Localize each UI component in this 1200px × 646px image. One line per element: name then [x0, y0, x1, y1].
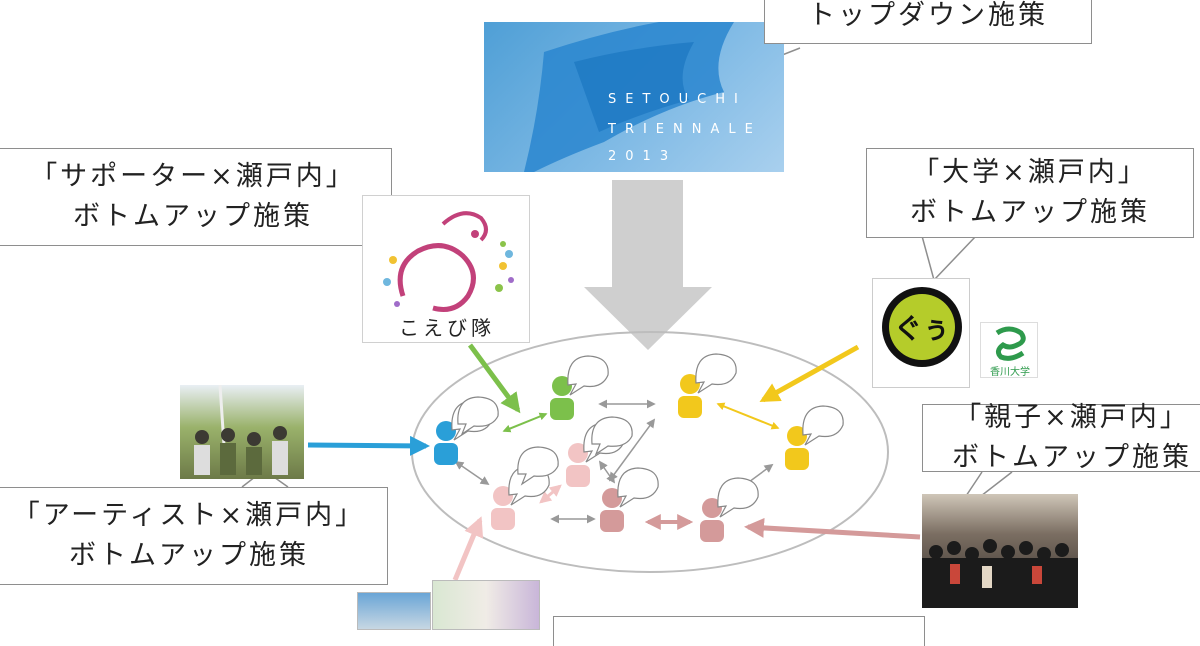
university-title: 「大学×瀬戸内」	[912, 157, 1148, 188]
artist-group-photo	[180, 385, 304, 479]
supporter-title: 「サポーター×瀬戸内」	[30, 161, 356, 192]
banner-line1: SETOUCHI	[608, 92, 747, 107]
supporter-subtitle: ボトムアップ施策	[73, 201, 313, 232]
koebi-label: こえび隊	[399, 316, 495, 340]
topdown-label: トップダウン施策	[808, 0, 1048, 31]
speech-bubble-icon	[591, 416, 633, 456]
kagawa-university-logo: 香川大学	[980, 322, 1038, 378]
person-icon	[678, 353, 737, 418]
rose-arrow	[744, 517, 921, 540]
speech-bubble-icon	[457, 396, 499, 436]
callout-tail-university	[921, 235, 977, 282]
banner-line2: TRIENNALE	[608, 122, 762, 137]
callout-artist: 「アーティスト×瀬戸内」 ボトムアップ施策	[0, 487, 388, 585]
speech-bubble-icon	[695, 353, 737, 394]
callout-topdown: トップダウン施策	[764, 0, 1092, 44]
parent-group-photo	[922, 494, 1078, 608]
person-icon	[785, 405, 844, 470]
green-link-arrow	[502, 412, 548, 433]
university-logo-circle: ぐぅ	[882, 287, 962, 367]
interaction-arrow	[608, 418, 656, 482]
koebi-logo: こえび隊	[362, 195, 530, 343]
shrimp-icon	[383, 211, 514, 312]
university-subtitle: ボトムアップ施策	[910, 197, 1150, 228]
pink-arrow	[452, 516, 484, 581]
callout-parent: 「親子×瀬戸内」 ボトムアップ施策	[922, 402, 1200, 473]
artist-subtitle: ボトムアップ施策	[69, 540, 309, 571]
bottom-partial-callout	[553, 616, 925, 646]
interaction-arrow	[454, 460, 490, 486]
topdown-arrow	[584, 180, 712, 350]
flag-graphic	[524, 22, 734, 172]
interaction-arrow	[598, 460, 616, 484]
person-icon	[550, 355, 609, 420]
parent-title: 「親子×瀬戸内」	[954, 402, 1190, 433]
parent-subtitle: ボトムアップ施策	[952, 442, 1192, 473]
green-arrow	[467, 343, 521, 414]
blue-arrow	[307, 435, 430, 456]
university-logo-glyph: ぐぅ	[893, 312, 950, 345]
person-icon	[600, 467, 659, 532]
pink-link-arrow	[539, 484, 562, 504]
yellow-link-arrow	[716, 402, 780, 430]
bottom-photo-left	[357, 592, 431, 630]
crowd-graphic	[922, 539, 1078, 608]
triennale-banner-photo: SETOUCHI TRIENNALE 2013	[484, 22, 784, 172]
callout-supporter: 「サポーター×瀬戸内」 ボトムアップ施策	[0, 148, 392, 246]
speech-bubble-icon	[517, 446, 559, 486]
kagawa-caption: 香川大学	[990, 367, 1030, 378]
university-logo: ぐぅ	[872, 278, 970, 388]
artists-graphic	[194, 385, 288, 475]
speech-bubble-icon	[567, 355, 609, 396]
banner-line3: 2013	[608, 149, 678, 164]
artist-title: 「アーティスト×瀬戸内」	[12, 500, 366, 531]
speech-bubble-icon	[802, 405, 844, 446]
speech-bubble-icon	[617, 467, 659, 508]
callout-university: 「大学×瀬戸内」 ボトムアップ施策	[866, 148, 1194, 238]
kagawa-mark-icon	[995, 326, 1026, 361]
person-icon	[700, 477, 759, 542]
speech-bubble-icon	[717, 477, 759, 518]
bottom-photo-right	[432, 580, 540, 630]
yellow-arrow	[759, 344, 860, 403]
